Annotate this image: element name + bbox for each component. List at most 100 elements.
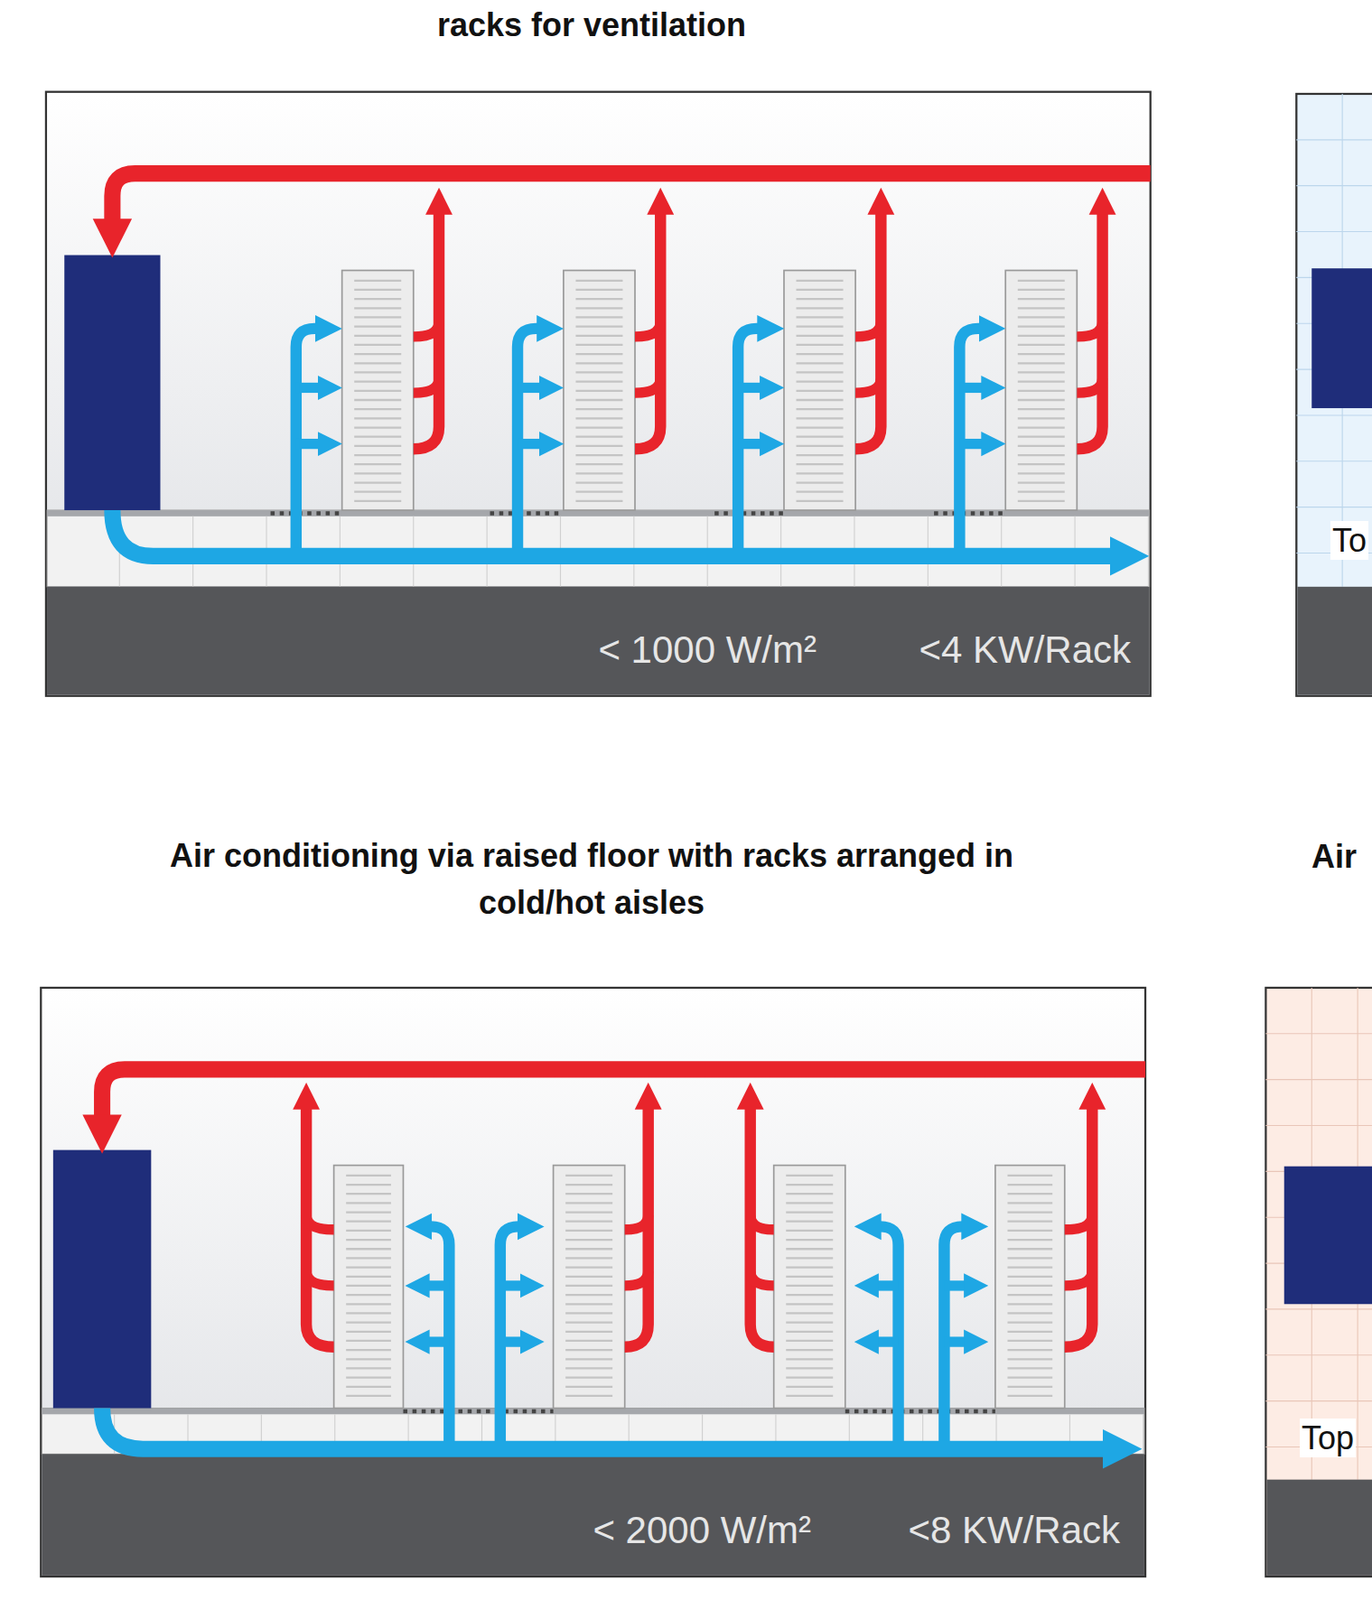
rack-slot [785, 1349, 833, 1352]
rack-slot [1017, 454, 1065, 457]
rack-slot [796, 481, 844, 484]
rack-slot [565, 1184, 613, 1186]
rack-slot [345, 1175, 392, 1177]
airflow-arrow [625, 1271, 649, 1287]
rack-slot [345, 1395, 392, 1398]
airflow-arrow [517, 438, 544, 449]
rack-slot [345, 1221, 392, 1223]
airflow-arrow [1076, 209, 1102, 450]
rack-slot [785, 1358, 833, 1361]
ac-unit [64, 255, 160, 512]
grid-line [1296, 231, 1372, 233]
rack-slot [575, 417, 623, 420]
rack-slot [354, 335, 402, 337]
rack-slot [354, 454, 402, 457]
rack-slot [1017, 445, 1065, 448]
rack-slot [565, 1230, 613, 1232]
rack-slot [575, 390, 623, 392]
airflow-arrow [625, 1104, 649, 1348]
rack-slot [785, 1321, 833, 1324]
rack-slot [565, 1276, 613, 1279]
rack-slot [345, 1358, 392, 1361]
airflow-arrow [1076, 322, 1102, 337]
rack-slot [1007, 1294, 1053, 1297]
rack-slot [1007, 1257, 1053, 1260]
server-rack [1005, 270, 1077, 511]
server-rack [774, 1166, 846, 1410]
rack-slot [1007, 1395, 1053, 1398]
rack-slot [345, 1211, 392, 1214]
server-rack [995, 1166, 1065, 1410]
rack-slot [345, 1321, 392, 1324]
rack-slot [796, 307, 844, 309]
rack-slot [345, 1331, 392, 1334]
rack-slot [575, 408, 623, 411]
rack-slot [354, 307, 402, 309]
rack-slot [785, 1276, 833, 1279]
airflow-arrow [102, 1069, 1146, 1123]
airflow-arrow [634, 322, 661, 337]
panel-label: To [1330, 521, 1369, 560]
rack-slot [354, 280, 402, 282]
server-rack [563, 270, 635, 511]
grid-line [1265, 1308, 1372, 1310]
rack-slot [785, 1230, 833, 1232]
rack-slot [575, 316, 623, 318]
rack-slot [345, 1377, 392, 1380]
rack-slot [796, 454, 844, 457]
rack-slot [796, 463, 844, 466]
rack-slot [1007, 1367, 1053, 1370]
airflow-arrow [500, 1336, 525, 1347]
airflow-arrow [500, 1280, 525, 1291]
rack-slot [354, 399, 402, 402]
rack-slot [796, 408, 844, 411]
rack-slot [354, 353, 402, 355]
rack-slot [796, 289, 844, 291]
rack-slot [345, 1349, 392, 1352]
rack-slot [354, 445, 402, 448]
rack-slot [345, 1257, 392, 1260]
rack-slot [575, 491, 623, 494]
rack-slot [1017, 353, 1065, 355]
rack-slot [575, 326, 623, 328]
rack-slot [565, 1395, 613, 1398]
rack-slot [1017, 426, 1065, 429]
power-density: < 2000 W/m² [592, 1508, 812, 1554]
rack-slot [1007, 1175, 1053, 1177]
grid-line [1265, 1400, 1372, 1402]
rack-slot [785, 1248, 833, 1251]
server-rack [342, 270, 414, 511]
rack-slot [785, 1377, 833, 1380]
rack-slot [785, 1211, 833, 1214]
rack-slot [1017, 491, 1065, 494]
rack-slot [785, 1202, 833, 1204]
rack-slot [785, 1340, 833, 1343]
rack-slot [565, 1331, 613, 1334]
rack-slot [575, 353, 623, 355]
rack-slot [1007, 1193, 1053, 1195]
airflow-arrow [424, 1336, 449, 1347]
airflow-arrow [1064, 1215, 1093, 1231]
perforated-tile [714, 511, 784, 516]
panel-title: Air conditioning via raised floor with r… [158, 832, 1026, 927]
rack-slot [1007, 1331, 1053, 1334]
rack-slot [575, 344, 623, 346]
rack-slot [1007, 1386, 1053, 1389]
grid-line [1265, 1125, 1372, 1127]
rack-slot [785, 1294, 833, 1297]
rack-slot [565, 1321, 613, 1324]
panel-label: Top [1299, 1418, 1356, 1458]
rack-slot [345, 1276, 392, 1279]
airflow-arrow [424, 1280, 449, 1291]
grid-line [1265, 1033, 1372, 1035]
rack-slot [345, 1193, 392, 1195]
rack-slot [354, 289, 402, 291]
rack-slot [1017, 371, 1065, 374]
rack-slot [796, 344, 844, 346]
airflow-arrow [1064, 1271, 1093, 1287]
rack-load: <8 KW/Rack [907, 1508, 1120, 1554]
rack-slot [1007, 1285, 1053, 1288]
rack-slot [1017, 417, 1065, 420]
airflow-arrow [873, 1280, 898, 1291]
rack-slot [785, 1395, 833, 1398]
